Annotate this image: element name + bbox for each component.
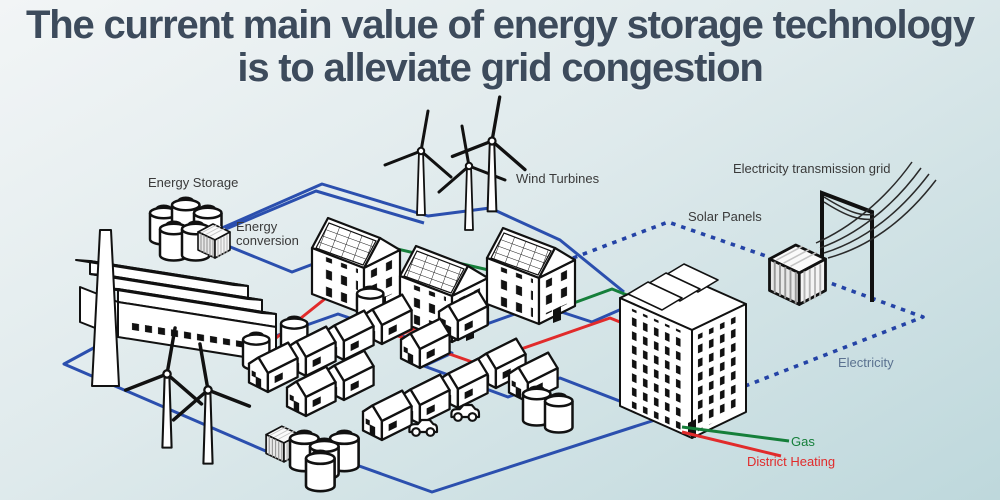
office-tower	[619, 263, 747, 439]
factory-chimney	[91, 229, 120, 387]
label-energy-conversion-line1: Energy	[236, 219, 278, 234]
gas-line-exit	[681, 425, 790, 443]
wind-turbine	[450, 95, 527, 214]
battery	[304, 449, 336, 493]
electricity-dashed-grid-link	[739, 278, 925, 390]
house	[361, 389, 413, 442]
energy-storage-batteries-bottom	[265, 425, 360, 493]
power-wires	[815, 161, 937, 259]
label-gas: Gas	[791, 434, 815, 449]
electricity-dashed-solar-link	[572, 220, 767, 260]
label-electricity: Electricity	[838, 355, 894, 370]
label-transmission-grid: Electricity transmission grid	[733, 161, 891, 176]
district-heating-line-exit	[681, 430, 782, 458]
factory	[75, 229, 277, 387]
car	[408, 418, 439, 437]
page-title-line2: is to alleviate grid congestion	[237, 45, 763, 90]
page-title: The current main value of energy storage…	[0, 4, 1000, 90]
wind-turbine	[383, 109, 453, 217]
energy-conversion-box	[197, 223, 231, 259]
label-energy-storage: Energy Storage	[148, 175, 238, 190]
wind-turbine	[171, 342, 252, 466]
diagram-labels: Energy Storage Energy conversion Wind Tu…	[148, 161, 894, 469]
tower-windows-left	[626, 306, 686, 432]
electricity-line-north-branch	[213, 189, 425, 236]
page-title-line1: The current main value of energy storage…	[26, 3, 975, 47]
energy-storage-batteries	[148, 196, 231, 262]
label-energy-conversion-line2: conversion	[236, 233, 299, 248]
electricity-line-north	[221, 182, 625, 294]
transmission-grid	[768, 161, 937, 306]
label-solar-panels: Solar Panels	[688, 209, 762, 224]
factory-windows	[128, 322, 270, 357]
label-district-heating: District Heating	[747, 454, 835, 469]
battery	[543, 392, 574, 434]
transformer	[768, 243, 827, 306]
label-wind-turbines: Wind Turbines	[516, 171, 600, 186]
tower-windows-right	[697, 314, 741, 432]
